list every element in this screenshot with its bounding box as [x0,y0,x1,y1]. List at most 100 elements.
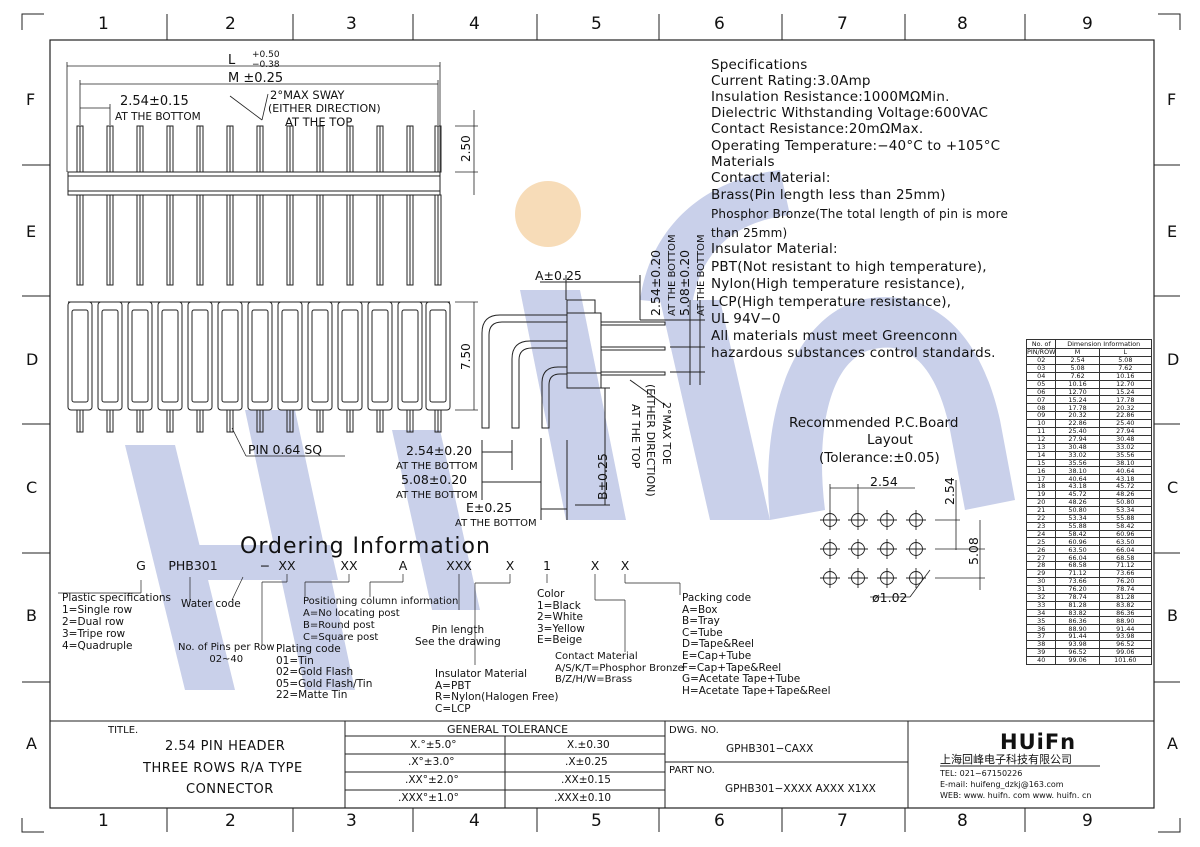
ordering-code-segment: G [136,558,146,573]
ordering-note-line: 2=Dual row [62,616,125,628]
tolerance-header: GENERAL TOLERANCE [447,723,569,736]
ordering-code-segment: A [399,558,408,573]
ordering-note-line: Insulator Material [435,668,528,680]
dim-pitch-note: AT THE BOTTOM [115,111,201,123]
table-cell: 86.36 [1055,616,1100,626]
spec-line: hazardous substances control standards. [711,345,996,361]
tolerance-linear-1: X.±0.30 [567,739,610,751]
title-label: TITLE. [108,725,139,736]
table-cell: No. of [1025,339,1057,349]
ordering-note-line: C=LCP [435,702,471,715]
table-cell: L [1098,347,1153,357]
row-label-right: C [1167,478,1179,497]
table-cell: 10.16 [1098,371,1153,381]
dim-v254-note: AT THE BOTTOM [667,234,678,316]
table-cell: 58.42 [1055,529,1100,539]
tolerance-angle-3: .XX°±2.0° [405,774,459,786]
spec-line: Contact Material: [711,170,831,186]
pcb-dim-hole: ø1.02 [872,590,907,605]
table-cell: 35.56 [1055,458,1100,468]
ordering-code-segment: − [260,558,270,573]
spec-line: UL 94V−0 [711,311,781,327]
table-cell: PIN/ROW [1025,347,1057,357]
ordering-note-line: Positioning column information [303,596,459,607]
table-cell: 86.36 [1098,608,1153,618]
table-cell: 30.48 [1055,442,1100,452]
ordering-note-line: D=Tape&Reel [682,638,754,651]
ordering-code-segment: XX [278,558,296,573]
table-cell: 63.50 [1055,545,1100,555]
table-cell: 88.90 [1098,616,1153,626]
row-label-right: B [1167,606,1178,625]
ordering-note-line: See the drawing [415,636,501,648]
table-cell: 33.02 [1055,450,1100,460]
dwg-number: GPHB301−CAXX [726,743,814,755]
ordering-leaders [58,574,681,665]
tolerance-angle-4: .XXX°±1.0° [398,792,459,804]
company-email: E-mail: huifeng_dzkj@163.com [940,780,1064,789]
sway-note-1: 2°MAX SWAY [270,88,345,102]
ordering-code-segment: PHB301 [168,558,217,573]
table-cell: 24 [1025,529,1057,539]
ordering-title: Ordering Information [240,534,491,559]
part-number: GPHB301−XXXX AXXX X1XX [725,783,876,795]
table-cell: 38.10 [1098,458,1153,468]
dim-250-label: 2.50 [459,135,473,162]
spec-line: Specifications [711,57,808,73]
part-label: PART NO. [669,765,715,776]
column-label-top: 1 [98,14,109,34]
dim-h508-label: 5.08±0.20 [401,472,467,487]
table-cell: 13 [1025,442,1057,452]
table-cell: 63.50 [1098,537,1153,547]
ordering-note-line: Plastic specifications [62,592,171,604]
table-cell: 12.70 [1055,387,1100,397]
column-label-top: 3 [346,14,357,34]
table-cell: 83.82 [1098,600,1153,610]
column-label-bottom: 7 [837,811,848,831]
column-label-bottom: 2 [225,811,236,831]
pcb-layout [820,510,926,588]
table-cell: 99.06 [1055,655,1100,665]
table-cell: 58.42 [1098,521,1153,531]
table-cell: 40 [1025,655,1057,665]
table-cell: 38.10 [1055,466,1100,476]
watermark [125,170,1015,690]
ordering-note-line: 22=Matte Tin [276,689,348,701]
dim-pitch-label: 2.54±0.15 [120,94,189,109]
tolerance-angle-2: .X°±3.0° [408,756,455,768]
column-label-bottom: 8 [957,811,968,831]
spec-line: Materials [711,154,775,170]
ordering-note-line: 1=Black [537,599,581,612]
tolerance-linear-2: .X±0.25 [565,756,608,768]
dwg-label: DWG. NO. [669,725,719,736]
table-cell: 04 [1025,371,1057,381]
ordering-water: Water code [181,598,241,610]
table-cell: 25 [1025,537,1057,547]
column-label-bottom: 3 [346,811,357,831]
row-label-right: F [1167,90,1177,109]
dim-m-label: M ±0.25 [228,71,283,86]
column-label-top: 6 [714,14,725,34]
toe-note-2: (EITHER DIRECTION) [644,384,657,497]
dim-b-label: B±0.25 [595,453,610,500]
dim-h254-note: AT THE BOTTOM [396,461,478,472]
ordering-note-line: B=Tray [682,615,720,628]
table-cell: 06 [1025,387,1057,397]
column-label-top: 9 [1082,14,1093,34]
ordering-note-line: Color [537,588,565,600]
column-label-bottom: 1 [98,811,109,831]
ordering-note-line: 1=Single row [62,604,133,616]
ordering-note-line: No. of Pins per Row [178,642,275,653]
